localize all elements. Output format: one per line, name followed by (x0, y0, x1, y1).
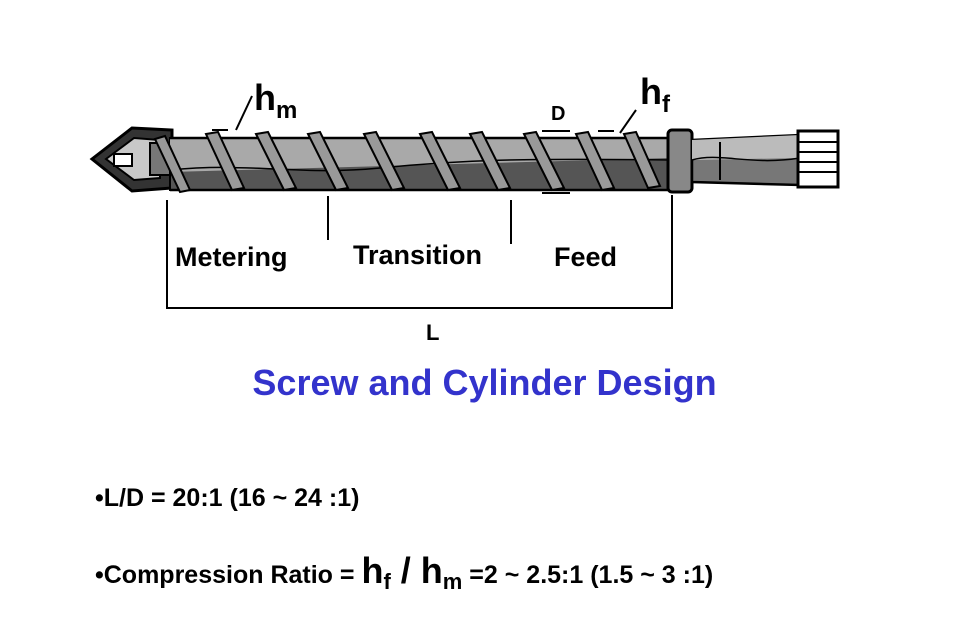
zone-label-transition: Transition (353, 240, 482, 270)
screw-diagram: hm hf D Metering Transition Feed L (89, 71, 840, 340)
compression-slash: / (390, 550, 421, 591)
label-hm: hm (254, 77, 297, 124)
screw-tip (89, 126, 174, 193)
compression-suffix: =2 ~ 2.5:1 (1.5 ~ 3 :1) (462, 561, 714, 589)
zone-label-feed: Feed (554, 242, 617, 272)
bullet-compression-ratio: •Compression Ratio = hf / hm =2 ~ 2.5:1 … (95, 550, 714, 594)
screw-collar (666, 128, 694, 194)
zone-brackets (166, 195, 673, 309)
compression-hm: hm (420, 550, 463, 594)
compression-prefix: •Compression Ratio = (95, 561, 362, 589)
screw-flights (153, 130, 662, 194)
label-l: L (426, 320, 439, 340)
label-d: D (551, 103, 565, 125)
compression-hf: hf (361, 550, 391, 594)
screw-shank (690, 129, 840, 189)
label-hf: hf (640, 71, 671, 118)
page-title: Screw and Cylinder Design (252, 362, 717, 403)
bullet-ld-ratio: •L/D = 20:1 (16 ~ 24 :1) (95, 484, 360, 512)
zone-label-metering: Metering (175, 242, 288, 272)
dimension-marks (212, 95, 637, 194)
